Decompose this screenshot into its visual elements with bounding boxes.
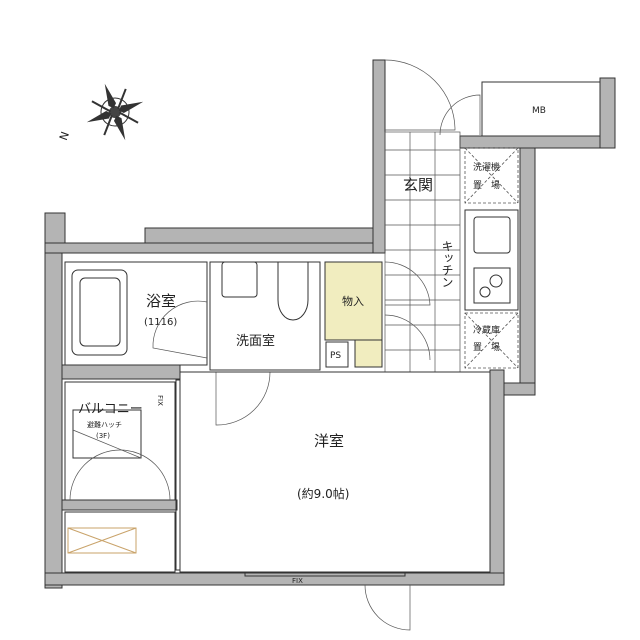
closet [324, 261, 383, 341]
washroom-label: 洗面室 [236, 333, 275, 349]
fridge-label-2: 置 場 [473, 341, 500, 353]
entrance-label: 玄関 [403, 176, 433, 194]
closet-lower [354, 339, 383, 368]
balcony [64, 381, 176, 501]
door-room-balcony[interactable] [364, 584, 411, 631]
washbasin [221, 261, 258, 298]
fix-window-side [175, 379, 181, 571]
bathtub [71, 269, 128, 356]
sink [473, 216, 511, 254]
washer-label-2: 置 場 [473, 179, 500, 191]
western-room-size: (約9.0帖) [297, 486, 349, 501]
compass-icon [86, 83, 144, 141]
fix-label-side: FIX [156, 395, 164, 406]
door-balcony[interactable] [69, 449, 171, 501]
washer-label-1: 洗濯機 [473, 161, 500, 173]
bath-size: (1116) [144, 317, 177, 328]
balcony-label: バルコニー [78, 402, 143, 417]
mb-box [481, 81, 601, 137]
hatch-label: 避難ハッチ [87, 420, 122, 429]
door-mb[interactable] [439, 94, 481, 136]
fix-label-bottom: FIX [292, 577, 303, 585]
western-room-label: 洋室 [314, 432, 344, 450]
toilet [277, 261, 309, 321]
bathroom [64, 261, 208, 366]
kitchen-counter [464, 209, 519, 311]
door-bath[interactable] [152, 300, 208, 359]
evac-hatch [72, 409, 142, 459]
bath-label: 浴室 [146, 292, 176, 310]
washroom [209, 261, 321, 371]
hatch-floor: (3F) [96, 432, 110, 440]
western-room [179, 371, 491, 573]
door-washroom[interactable] [215, 371, 271, 426]
mb-label: MB [532, 106, 546, 116]
washer-space [464, 147, 519, 204]
ps-box [325, 341, 349, 368]
ps-label: PS [330, 351, 341, 361]
door-closet[interactable] [384, 261, 431, 361]
fix-window-bottom [244, 571, 406, 577]
fridge-label-1: 冷蔵庫 [473, 324, 500, 336]
fridge-space [464, 312, 519, 369]
walls [44, 59, 616, 589]
compass-north-label: N [57, 130, 72, 142]
kitchen-label: キッチン [440, 240, 454, 288]
stove [473, 267, 511, 304]
closet-label: 物入 [342, 294, 364, 308]
door-front[interactable] [384, 59, 456, 131]
